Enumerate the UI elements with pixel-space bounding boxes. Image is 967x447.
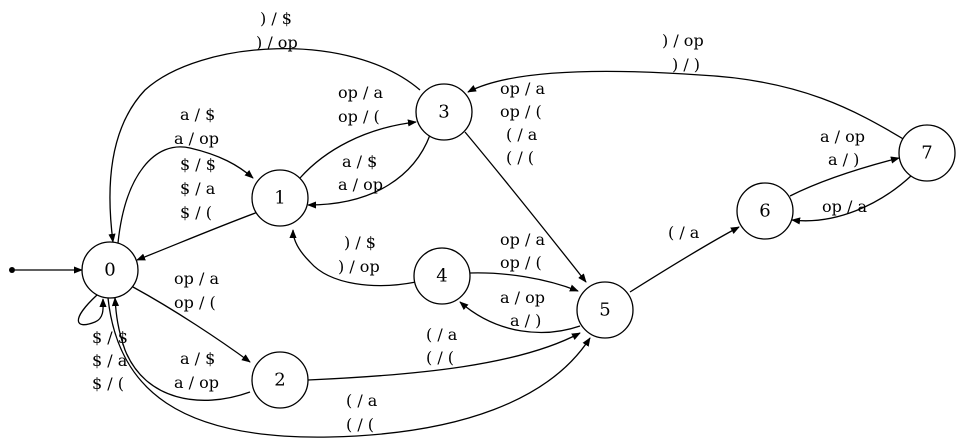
label-group-1-0: $ / $ $ / a $ / (	[180, 155, 216, 222]
edge-label: a / )	[828, 150, 859, 169]
edge-5-4	[459, 301, 581, 334]
edge-label: op / a	[500, 230, 545, 249]
edge-2-5	[307, 332, 581, 381]
edge-label: op / (	[500, 102, 542, 121]
edge-label: op / (	[500, 253, 542, 272]
edge-label: $ / (	[180, 203, 212, 222]
label-group-2-0: a / $ a / op	[174, 349, 219, 392]
edge-label: $ / a	[180, 179, 216, 198]
label-group-2-5: ( / a ( / (	[426, 325, 458, 367]
edge-label: $ / a	[92, 351, 128, 370]
edge-6-7	[789, 156, 900, 197]
edge-3-0	[108, 48, 421, 243]
label-group-3-5: op / a op / ( ( / a ( / (	[500, 79, 545, 167]
state-node-6: 6	[736, 182, 794, 240]
edge-1-3	[299, 119, 417, 179]
edge-label: a / op	[174, 129, 219, 148]
edge-label: a / op	[338, 175, 383, 194]
state-node-4: 4	[413, 247, 471, 305]
edge-label: ) / )	[672, 55, 700, 74]
label-group-4-1: ) / $ ) / op	[338, 233, 380, 276]
edge-label: ( / a	[668, 223, 700, 242]
edge-label: ) / op	[662, 31, 704, 50]
label-group-3-0: ) / $ ) / op	[256, 9, 298, 52]
state-label-3: 3	[438, 102, 449, 123]
edge-label: ) / op	[338, 257, 380, 276]
label-group-5-4: a / op a / )	[500, 288, 545, 330]
edge-label: op / (	[338, 107, 380, 126]
edge-label: ( / a	[346, 391, 378, 410]
edge-label: $ / $	[180, 155, 216, 174]
state-node-3: 3	[415, 83, 473, 141]
label-group-0-2: op / a op / (	[174, 269, 219, 312]
edge-7-3	[467, 70, 906, 141]
edge-label: a / op	[500, 288, 545, 307]
state-node-0: 0	[81, 241, 139, 299]
edge-label: $ / $	[92, 328, 128, 347]
state-node-7: 7	[898, 124, 956, 182]
edge-0-5	[107, 297, 591, 438]
edge-label: ) / $	[260, 9, 292, 28]
edge-label: $ / (	[92, 374, 124, 393]
label-group-0-5: ( / a ( / (	[346, 391, 378, 434]
label-group-1-3: op / a op / (	[338, 83, 383, 126]
edge-label: a / $	[180, 105, 215, 124]
edge-3-1	[307, 134, 431, 209]
state-label-6: 6	[759, 201, 770, 222]
edge-4-5	[469, 272, 579, 292]
edge-0-2	[132, 286, 251, 363]
label-group-0-1: a / $ a / op	[174, 105, 219, 148]
label-group-3-1: a / $ a / op	[338, 152, 383, 194]
edge-label: ( / (	[426, 348, 454, 367]
state-node-5: 5	[576, 281, 634, 339]
edge-4-1	[289, 229, 417, 287]
state-label-2: 2	[274, 370, 285, 391]
edge-label: op / (	[174, 293, 216, 312]
edge-label: op / a	[174, 269, 219, 288]
edge-2-0	[111, 297, 251, 401]
state-label-4: 4	[436, 266, 447, 287]
edge-label: a / $	[180, 349, 215, 368]
edge-0-0-self	[77, 294, 107, 326]
edge-label: ( / a	[506, 125, 538, 144]
edge-label: ) / op	[256, 33, 298, 52]
edge-label: ( / (	[506, 148, 534, 167]
state-label-7: 7	[921, 143, 932, 164]
edge-label: op / a	[338, 83, 383, 102]
label-group-0-0: $ / $ $ / a $ / (	[92, 328, 128, 393]
edge-label: a / op	[820, 127, 865, 146]
edge-5-6	[629, 226, 740, 293]
state-node-1: 1	[251, 169, 309, 227]
label-group-7-6: op / a	[822, 197, 867, 216]
edge-label: a / $	[342, 152, 377, 171]
edge-0-1	[117, 146, 254, 244]
edge-label: a / op	[174, 373, 219, 392]
label-group-4-5: op / a op / (	[500, 230, 545, 272]
label-group-6-7: a / op a / )	[820, 127, 865, 169]
edge-label: op / a	[500, 79, 545, 98]
edge-1-0	[136, 211, 259, 261]
initial-dot	[9, 267, 15, 273]
edge-label: ( / a	[426, 325, 458, 344]
edge-label: ) / $	[344, 233, 376, 252]
edge-label: a / )	[510, 311, 541, 330]
label-group-5-6: ( / a	[668, 223, 700, 242]
edge-7-6	[791, 174, 913, 225]
edge-3-5	[464, 131, 587, 283]
state-label-1: 1	[274, 188, 285, 209]
state-label-0: 0	[104, 260, 115, 281]
state-node-2: 2	[251, 351, 309, 409]
label-group-7-3: ) / op ) / )	[662, 31, 704, 74]
edge-label: op / a	[822, 197, 867, 216]
edge-label: ( / (	[346, 415, 374, 434]
state-label-5: 5	[599, 300, 610, 321]
